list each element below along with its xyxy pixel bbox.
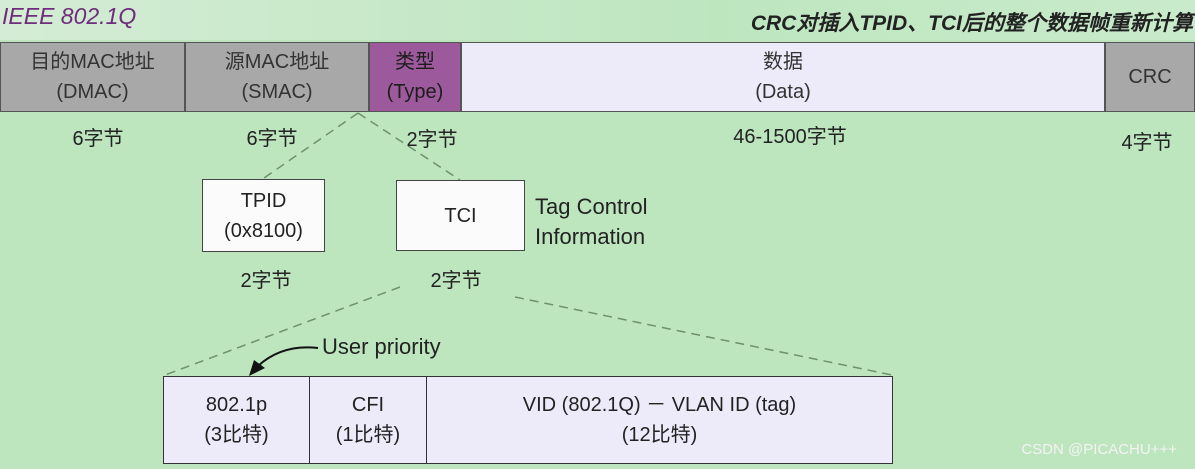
subfield-vid: VID (802.1Q) － VLAN ID (tag) (12比特) xyxy=(426,376,893,464)
diagram-subtitle: CRC对插入TPID、TCI后的整个数据帧重新计算 xyxy=(750,12,1193,35)
size-tpid: 2字节 xyxy=(240,270,292,292)
size-data: 46-1500字节 xyxy=(733,126,847,148)
field-data-abbr: (Data) xyxy=(755,81,811,103)
subfield-8021p: 802.1p (3比特) xyxy=(163,376,310,464)
field-type-abbr: (Type) xyxy=(386,81,444,103)
subfield-vid-name: VID (802.1Q) － VLAN ID (tag) xyxy=(522,394,797,416)
connector-tci-to-8021p xyxy=(164,286,401,376)
field-smac-name: 源MAC地址 xyxy=(224,51,330,73)
field-dmac-abbr: (DMAC) xyxy=(56,81,129,103)
field-data: 数据 (Data) xyxy=(461,42,1105,112)
subfield-cfi: CFI (1比特) xyxy=(309,376,427,464)
subfield-cfi-bits: (1比特) xyxy=(335,424,401,446)
subfield-8021p-name: 802.1p xyxy=(205,394,268,416)
field-dmac-name: 目的MAC地址 xyxy=(30,51,155,73)
user-priority-arrow xyxy=(249,346,319,376)
watermark: CSDN @PICACHU+++ xyxy=(1021,441,1177,458)
diagram-title: IEEE 802.1Q xyxy=(2,3,137,29)
subfield-8021p-bits: (3比特) xyxy=(204,424,269,446)
size-dmac: 6字节 xyxy=(72,128,124,150)
tci-name: TCI xyxy=(444,204,477,227)
subfield-vid-bits: (12比特) xyxy=(621,424,698,446)
header-band xyxy=(0,0,1195,40)
connector-tci-to-vid xyxy=(514,296,893,376)
size-type: 2字节 xyxy=(406,129,458,151)
field-type: 类型 (Type) xyxy=(369,42,461,112)
subfield-cfi-name: CFI xyxy=(351,394,385,416)
size-smac: 6字节 xyxy=(246,128,298,150)
tpid-value: (0x8100) xyxy=(224,219,303,242)
field-dmac: 目的MAC地址 (DMAC) xyxy=(0,42,185,112)
size-tci: 2字节 xyxy=(430,270,482,292)
tci-description-line2: Information xyxy=(535,224,646,249)
tci-description: Tag Control Information xyxy=(535,192,648,252)
tci-box: TCI xyxy=(396,180,525,251)
size-crc: 4字节 xyxy=(1121,132,1173,154)
connector-type-to-tci xyxy=(357,112,461,181)
tpid-box: TPID (0x8100) xyxy=(202,179,325,252)
user-priority-label: User priority xyxy=(322,334,441,359)
field-type-name: 类型 xyxy=(395,51,435,73)
field-crc: CRC xyxy=(1105,42,1195,112)
field-crc-name: CRC xyxy=(1128,66,1172,88)
field-smac-abbr: (SMAC) xyxy=(241,81,313,103)
field-smac: 源MAC地址 (SMAC) xyxy=(185,42,369,112)
field-data-name: 数据 xyxy=(763,51,803,73)
tci-description-line1: Tag Control xyxy=(535,194,648,219)
tpid-name: TPID xyxy=(240,189,287,212)
connector-type-to-tpid xyxy=(263,112,359,179)
